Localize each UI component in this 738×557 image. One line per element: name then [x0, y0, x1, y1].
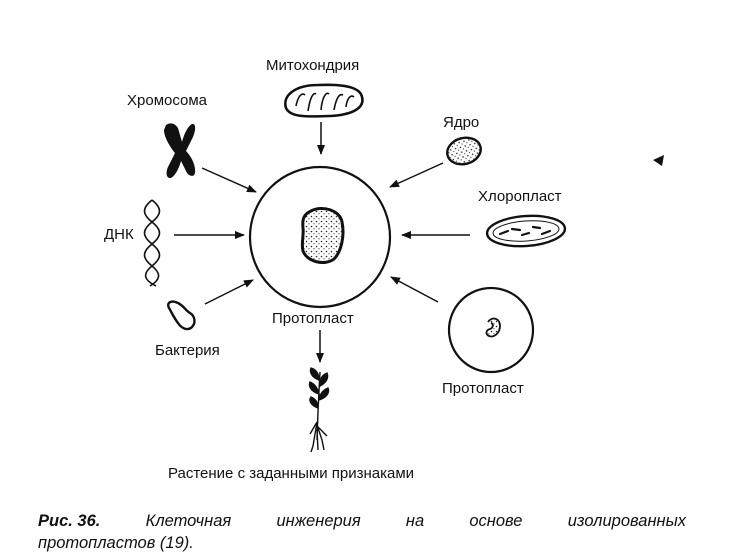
label-plant: Растение с заданными признаками — [168, 465, 415, 482]
label-dna: ДНК — [104, 226, 134, 243]
central-nucleus — [300, 207, 345, 264]
central-protoplast — [248, 165, 392, 309]
nucleus-icon — [446, 136, 482, 166]
caption-figure-number: Рис. 36. — [38, 512, 101, 530]
right-protoplast-nucleus — [485, 317, 501, 338]
label-nucleus: Ядро — [443, 114, 480, 131]
caption-word: на — [405, 512, 425, 530]
dark-mark — [653, 155, 664, 166]
arrow-from-nucleus — [389, 162, 444, 188]
label-bacteria: Бактерия — [155, 342, 220, 359]
arrow-from-right-protoplast — [390, 276, 439, 303]
label-protoplast-right: Протопласт — [442, 380, 524, 397]
label-chromosome: Хромосома — [127, 92, 208, 109]
caption-word: изолированных — [567, 512, 686, 530]
dna-icon — [143, 199, 161, 287]
caption-word: инженерия — [276, 512, 361, 530]
caption-word: основе — [469, 512, 523, 530]
arrow-from-bacterium — [204, 279, 254, 305]
label-mitochondria: Митохондрия — [266, 57, 360, 74]
caption-line-2: протопластов (19). — [38, 534, 194, 552]
plant-icon — [308, 367, 330, 453]
caption-word: Клеточная — [145, 512, 232, 530]
label-protoplast-center: Протопласт — [272, 310, 354, 327]
right-protoplast — [447, 286, 535, 374]
arrow-from-chromosome — [201, 167, 257, 193]
chloroplast-icon — [485, 214, 567, 248]
mitochondria-icon — [284, 83, 364, 118]
chromosome-icon — [164, 123, 196, 179]
arrows — [174, 122, 470, 363]
figure-caption: Рис. 36. Клеточная инженерия на основе и… — [38, 510, 686, 554]
bacterium-icon — [167, 300, 196, 331]
label-chloroplast: Хлоропласт — [478, 188, 562, 205]
